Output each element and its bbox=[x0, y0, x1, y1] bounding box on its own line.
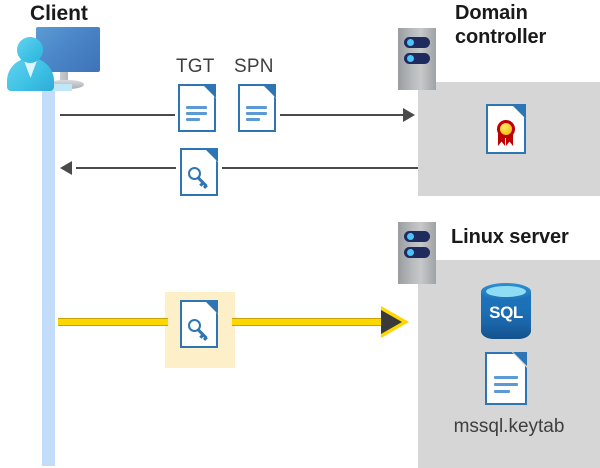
sql-cylinder-top-inner bbox=[486, 286, 526, 297]
key-document-icon bbox=[180, 300, 218, 348]
domain-controller-title: Domain controller bbox=[455, 2, 547, 48]
response-arrow-line bbox=[222, 167, 418, 169]
response-arrow-head bbox=[60, 161, 72, 175]
rack-led-icon bbox=[407, 55, 414, 62]
rack-slot bbox=[404, 53, 430, 64]
ribbon-left bbox=[498, 130, 505, 146]
document-text-line bbox=[186, 112, 207, 115]
rack-slot bbox=[404, 37, 430, 48]
certificate-icon bbox=[486, 104, 526, 154]
document-text-line bbox=[246, 112, 267, 115]
authenticate-arrow-line bbox=[232, 318, 384, 326]
document-text-line bbox=[186, 106, 207, 109]
linux-server-rack-icon bbox=[398, 222, 436, 284]
keytab-filename-label: mssql.keytab bbox=[453, 416, 565, 437]
rack-led-icon bbox=[407, 39, 414, 46]
request-arrow-line bbox=[280, 114, 404, 116]
client-lifeline bbox=[42, 85, 55, 466]
document-text-line bbox=[186, 118, 200, 121]
document-page bbox=[485, 352, 527, 405]
rosette-inner bbox=[500, 123, 512, 135]
request-arrow-line bbox=[60, 114, 175, 116]
sql-database-icon: SQL bbox=[481, 283, 531, 339]
keytab-document-icon bbox=[485, 352, 527, 405]
rack-slot bbox=[404, 247, 430, 258]
request-arrow-head bbox=[403, 108, 415, 122]
document-page bbox=[180, 148, 218, 196]
document-text-line bbox=[494, 376, 518, 380]
monitor-neck bbox=[60, 72, 68, 83]
ribbon-right bbox=[506, 130, 513, 146]
authenticate-arrow-line bbox=[58, 318, 168, 326]
client-title: Client bbox=[30, 2, 88, 25]
rack-slot bbox=[404, 231, 430, 242]
person-shadow bbox=[42, 84, 72, 91]
rack-led-icon bbox=[407, 249, 414, 256]
sql-label: SQL bbox=[489, 303, 523, 322]
domain-controller-server-rack-icon bbox=[398, 28, 436, 90]
document-text-line bbox=[246, 106, 267, 109]
document-text-line bbox=[494, 383, 518, 387]
linux-server-title: Linux server bbox=[451, 226, 569, 248]
tgt-label: TGT bbox=[176, 56, 215, 77]
document-text-line bbox=[494, 390, 510, 394]
response-arrow-line bbox=[76, 167, 176, 169]
spn-document-icon bbox=[238, 84, 276, 132]
tgt-document-icon bbox=[178, 84, 216, 132]
user-computer-icon bbox=[6, 27, 102, 91]
authenticate-arrow-head bbox=[381, 310, 402, 334]
sql-cylinder-bottom bbox=[481, 323, 531, 339]
rack-led-icon bbox=[407, 233, 414, 240]
document-page bbox=[238, 84, 276, 132]
spn-label: SPN bbox=[234, 56, 274, 77]
document-text-line bbox=[246, 118, 260, 121]
person-head bbox=[17, 37, 43, 63]
key-document-icon bbox=[180, 148, 218, 196]
